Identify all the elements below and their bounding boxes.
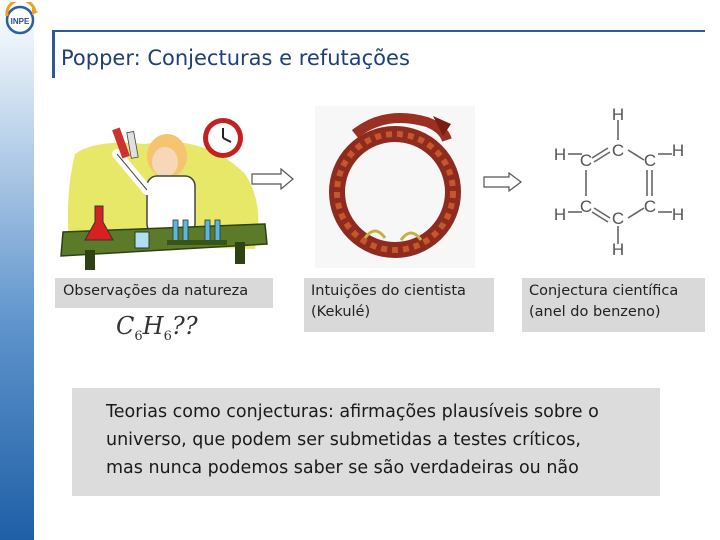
caption-observations: Observações da natureza xyxy=(55,278,273,308)
theory-line-2: universo, que podem ser submetidas a tes… xyxy=(106,430,581,450)
theory-line-1: Teorias como conjecturas: afirmações pla… xyxy=(106,402,599,422)
side-decoration-band xyxy=(0,0,34,540)
hydrogen-atom-label: H xyxy=(612,105,624,124)
right-arrow-icon xyxy=(251,168,294,190)
caption-intuitions: Intuições do cientista (Kekulé) xyxy=(304,278,494,332)
caption-observations-text: Observações da natureza xyxy=(63,283,249,299)
carbon-atom-label: C xyxy=(580,197,592,216)
caption-conjecture-line2: (anel do benzeno) xyxy=(529,304,661,320)
formula-question: ?? xyxy=(171,312,198,340)
carbon-atom-label: C xyxy=(612,141,624,160)
formula-hydrogen: H xyxy=(142,312,164,340)
hydrogen-atom-label: H xyxy=(672,141,684,160)
ouroboros-snake-illustration xyxy=(315,106,475,268)
hydrogen-atom-label: H xyxy=(554,205,566,224)
theory-line-3: mas nunca podemos saber se são verdadeir… xyxy=(106,458,579,478)
hydrogen-atom-label: H xyxy=(672,205,684,224)
logo-text: INPE xyxy=(11,17,30,26)
carbon-atom-label: C xyxy=(580,151,592,170)
caption-conjecture: Conjectura científica (anel do benzeno) xyxy=(522,278,705,332)
carbon-atom-label: C xyxy=(644,151,656,170)
right-arrow-icon xyxy=(483,172,522,192)
carbon-atom-label: C xyxy=(612,209,624,228)
caption-intuitions-line2: (Kekulé) xyxy=(311,304,371,320)
clock-icon xyxy=(203,118,243,158)
caption-conjecture-line1: Conjectura científica xyxy=(529,283,679,299)
formula-carbon: C xyxy=(116,312,135,340)
scientist-illustration xyxy=(60,118,268,270)
theory-statement-box: Teorias como conjecturas: afirmações pla… xyxy=(72,388,660,496)
carbon-atom-label: C xyxy=(644,197,656,216)
institute-logo-icon: INPE xyxy=(5,2,38,35)
title-frame xyxy=(52,30,705,78)
hydrogen-atom-label: H xyxy=(612,240,624,259)
benzene-formula: C6H6?? xyxy=(116,312,198,344)
caption-intuitions-line1: Intuições do cientista xyxy=(311,283,466,299)
slide-title: Popper: Conjecturas e refutações xyxy=(61,46,410,70)
formula-hydrogen-count: 6 xyxy=(163,328,172,344)
benzene-ring-diagram: H C C C C C C H H H H H xyxy=(554,105,684,259)
hydrogen-atom-label: H xyxy=(554,145,566,164)
formula-carbon-count: 6 xyxy=(134,328,143,344)
